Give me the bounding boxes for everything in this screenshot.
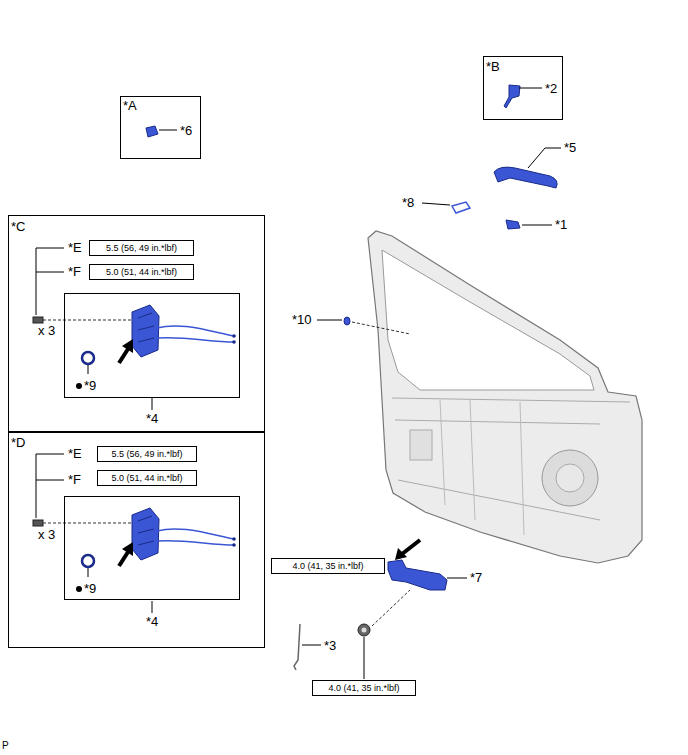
view-panel: *D *E *F x 3 *4 5.5 (56, 49 in.*lbf) 5.0 (51, …: [8, 432, 265, 648]
torque-value: 5.0 (51, 44 in.*lbf): [111, 472, 182, 484]
callout-number: *10: [292, 313, 312, 327]
callout-number: *4: [146, 412, 158, 426]
view-panel: *9: [64, 293, 240, 398]
callout-number: *8: [402, 196, 414, 210]
callout-number: *F: [68, 265, 81, 279]
view-panel: *B *2: [483, 56, 563, 120]
callout-number: *F: [68, 473, 81, 487]
torque-value: 5.5 (56, 49 in.*lbf): [106, 242, 177, 254]
torque-box: 5.0 (51, 44 in.*lbf): [97, 470, 197, 486]
panel-letter: *B: [486, 60, 500, 74]
torque-value: 5.0 (51, 44 in.*lbf): [106, 266, 177, 278]
callout-number: *1: [555, 218, 567, 232]
torque-box: 5.5 (56, 49 in.*lbf): [89, 240, 194, 256]
torque-box: 4.0 (41, 35 in.*lbf): [271, 558, 385, 574]
callout-number: *5: [564, 141, 576, 155]
view-panel: *9: [64, 496, 240, 600]
callout-number: P: [2, 740, 9, 752]
torque-value: 4.0 (41, 35 in.*lbf): [292, 560, 363, 572]
callout-number: *3: [324, 639, 336, 653]
callout-number: x 3: [38, 528, 55, 542]
panel-letter: *C: [11, 220, 25, 234]
view-panel: *A *6: [120, 96, 201, 159]
torque-box: 5.0 (51, 44 in.*lbf): [89, 264, 194, 280]
panel-letter: *D: [11, 436, 25, 450]
callout-number: *2: [545, 82, 557, 96]
torque-box: 4.0 (41, 35 in.*lbf): [312, 680, 416, 696]
callout-number: *4: [146, 615, 158, 629]
callout-number: *6: [180, 124, 192, 138]
view-panel: *C *E *F x 3 *4 5.5 (56, 49 in.*lbf) 5.0 (51, …: [8, 215, 265, 432]
torque-box: 5.5 (56, 49 in.*lbf): [97, 446, 197, 462]
callout-number: *E: [68, 447, 82, 461]
torque-value: 4.0 (41, 35 in.*lbf): [328, 682, 399, 694]
panel-letter: *9: [84, 582, 96, 596]
callout-number: x 3: [38, 324, 55, 338]
torque-value: 5.5 (56, 49 in.*lbf): [111, 448, 182, 460]
callout-number: *E: [68, 241, 82, 255]
panel-letter: *9: [84, 379, 96, 393]
panel-letter: *A: [123, 99, 137, 113]
callout-number: *7: [470, 571, 482, 585]
